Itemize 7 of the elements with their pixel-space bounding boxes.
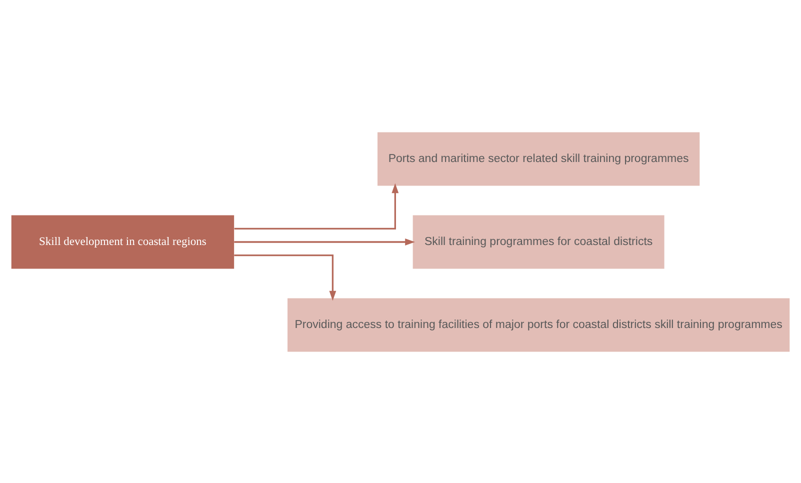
node-box: Ports and maritime sector related skill training programmes [378,132,700,186]
node-box: Providing access to training facilities of major ports for coastal districts skill training programmes [288,298,790,352]
arrow [234,238,415,245]
node-box: Skill development in coastal regions [11,214,234,268]
arrow [234,182,399,229]
arrow [234,254,336,300]
node-box: Skill training programmes for coastal districts [412,214,664,268]
